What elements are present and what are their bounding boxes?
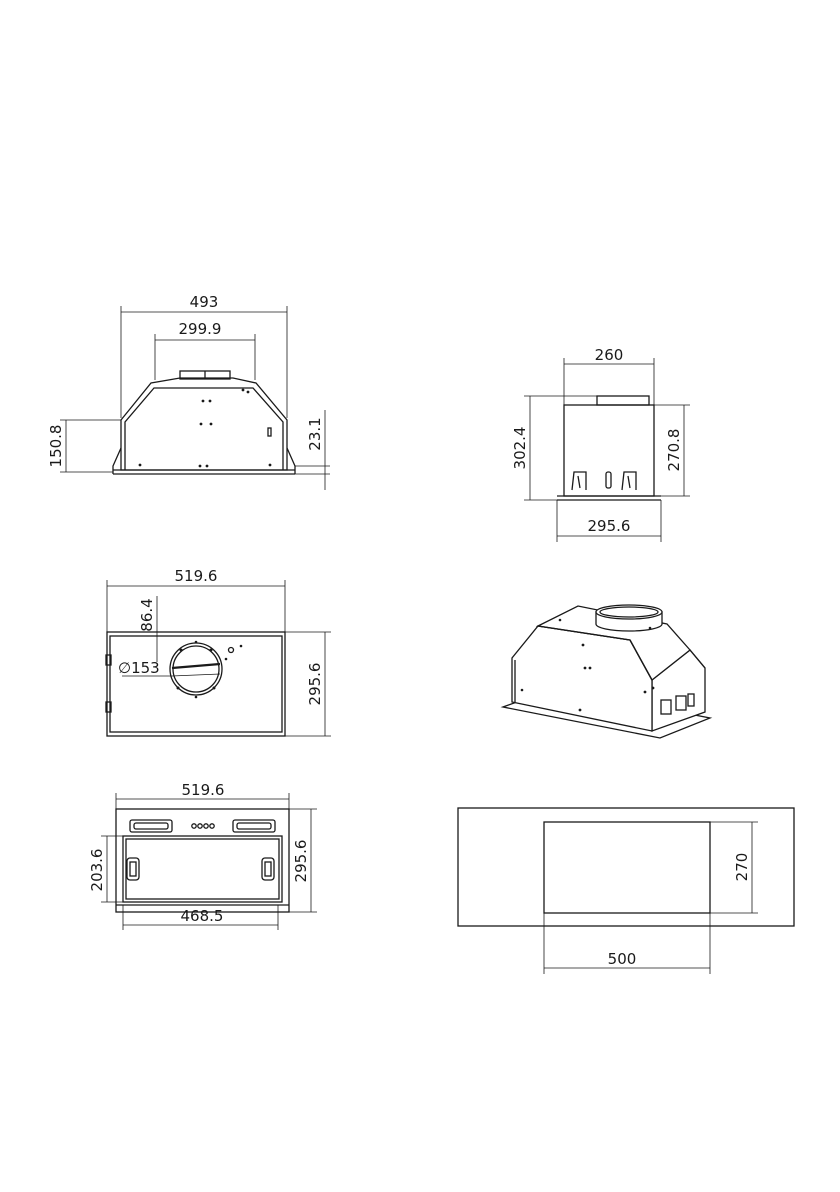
dim-top-width: 519.6	[175, 567, 218, 585]
side-view: 260 302.4 270.8 295.6	[511, 346, 690, 542]
dim-top-depth: 295.6	[306, 663, 324, 706]
dim-top-offset: 86.4	[138, 598, 156, 631]
dim-cutout-width: 500	[608, 950, 637, 968]
dim-front-flange: 23.1	[306, 417, 324, 450]
bottom-view: 519.6 295.6 203.6 468.5	[88, 781, 317, 930]
dim-side-total-height: 302.4	[511, 427, 529, 470]
dim-front-height: 150.8	[47, 425, 65, 468]
isometric-view	[503, 605, 710, 738]
dim-front-duct-width: 299.9	[179, 320, 222, 338]
dim-front-width: 493	[190, 293, 219, 311]
dim-side-body-height: 270.8	[665, 429, 683, 472]
dim-cutout-height: 270	[733, 853, 751, 882]
dim-side-top-width: 260	[595, 346, 624, 364]
dim-bottom-width: 519.6	[182, 781, 225, 799]
dim-bottom-depth: 295.6	[292, 840, 310, 883]
dim-bottom-inner-height: 203.6	[88, 849, 106, 892]
dim-side-depth: 295.6	[588, 517, 631, 535]
front-view: 493 299.9 150.8 23.1	[47, 293, 330, 490]
dim-top-duct-diameter: ∅153	[118, 659, 160, 677]
dim-bottom-inner-width: 468.5	[181, 907, 224, 925]
top-view: 519.6 86.4 ∅153 295.6	[106, 567, 331, 736]
cutout-view: 270 500	[458, 808, 794, 974]
